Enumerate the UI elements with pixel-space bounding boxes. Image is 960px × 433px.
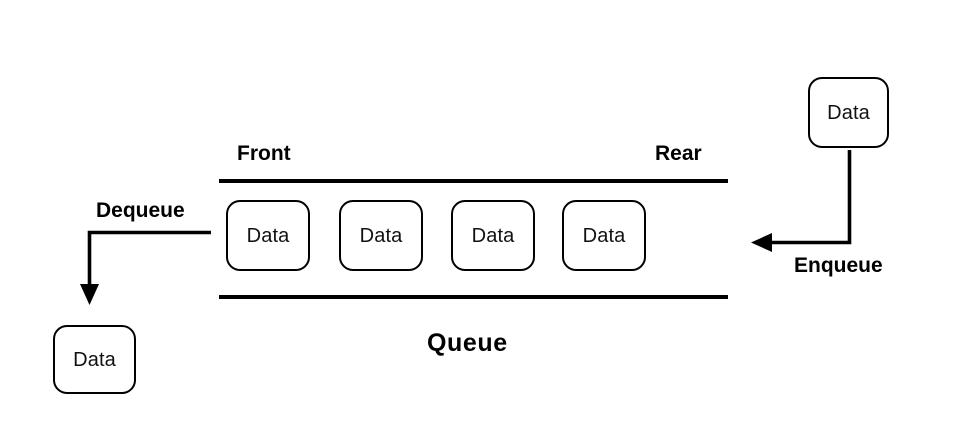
queue-node-1-label: Data <box>246 224 290 247</box>
queue-top-rail <box>219 179 728 183</box>
queue-node-1[interactable]: Data <box>226 200 310 271</box>
queue-node-2[interactable]: Data <box>339 200 423 271</box>
front-label: Front <box>237 142 291 165</box>
dequeue-arrow <box>80 230 211 305</box>
queue-title-label: Queue <box>427 329 508 357</box>
queue-node-2-label: Data <box>359 224 403 247</box>
enqueue-data-node-label: Data <box>827 101 870 124</box>
queue-node-3-label: Data <box>471 224 515 247</box>
enqueue-data-node[interactable]: Data <box>808 77 889 148</box>
dequeue-data-node[interactable]: Data <box>53 325 136 394</box>
queue-node-4-label: Data <box>582 224 626 247</box>
enqueue-arrow <box>751 150 852 252</box>
queue-bottom-rail <box>219 295 728 299</box>
queue-node-4[interactable]: Data <box>562 200 646 271</box>
dequeue-label: Dequeue <box>96 199 185 222</box>
dequeue-data-node-label: Data <box>73 348 116 371</box>
queue-node-3[interactable]: Data <box>451 200 535 271</box>
rear-label: Rear <box>655 142 702 165</box>
enqueue-label: Enqueue <box>794 254 883 277</box>
